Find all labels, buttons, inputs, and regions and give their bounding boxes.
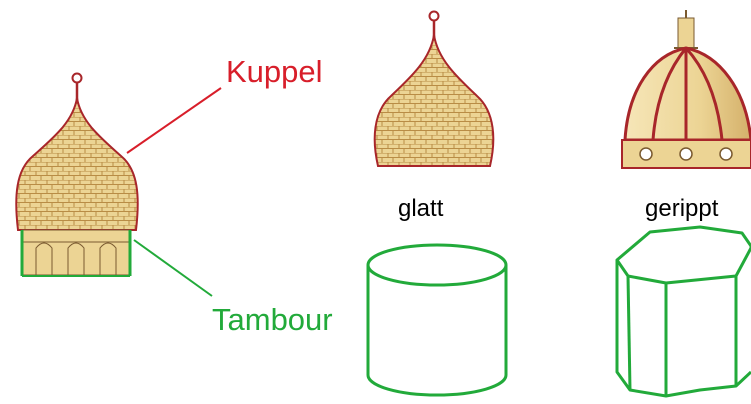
smooth-dome-body (373, 34, 495, 167)
kuppel-label: Kuppel (226, 54, 323, 89)
smooth-dome-icon (373, 10, 495, 167)
finial-ring (428, 10, 440, 22)
lantern (677, 17, 695, 49)
cylinder-outline (366, 243, 508, 397)
base-oculi (639, 147, 733, 161)
ribbed-dome-shell (623, 46, 751, 142)
octagonal-prism-outline (615, 225, 751, 398)
glatt-caption: glatt (398, 195, 444, 222)
dome-ribs (651, 46, 724, 141)
finial-ring (71, 72, 83, 84)
tambour-drum (21, 229, 131, 276)
tambour-label: Tambour (212, 302, 333, 337)
onion-dome-body (15, 97, 139, 231)
tambour-leader-line (133, 239, 213, 297)
onion-dome-with-drum-icon (15, 72, 139, 277)
ribbed-dome-icon (621, 10, 751, 169)
kuppel-leader-line (126, 87, 222, 154)
tambour-windows (22, 241, 130, 275)
gerippt-caption: gerippt (645, 195, 719, 222)
